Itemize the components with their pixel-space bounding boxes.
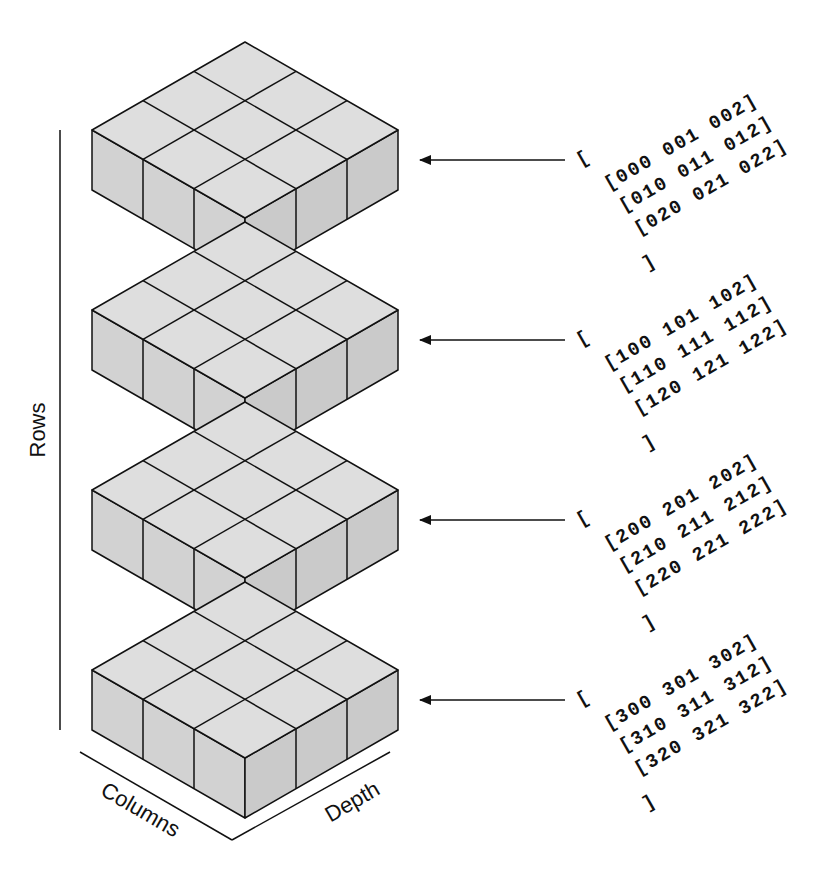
cube-edge: [193, 189, 195, 249]
slab-group: [92, 42, 398, 818]
cube-edge: [142, 519, 144, 579]
array-bracket: [: [573, 146, 596, 172]
axis-label: Depth: [320, 776, 384, 828]
slab-face: [92, 582, 398, 758]
array-bracket: ]: [639, 430, 662, 456]
cube-edge: [194, 101, 347, 189]
rows-axis: [59, 130, 61, 730]
array-bracket: ]: [639, 250, 662, 276]
array-bracket: [: [573, 326, 596, 352]
cube-edge: [346, 159, 348, 219]
cube-edge: [194, 281, 347, 369]
axis-label: Rows: [25, 402, 51, 457]
cube-edge: [194, 461, 347, 549]
cube-edge: [143, 281, 296, 369]
cube-edge: [346, 339, 348, 399]
slab-face: [92, 222, 398, 398]
cube-edge: [194, 71, 347, 159]
cube-edge: [295, 729, 297, 789]
cube-edge: [142, 339, 144, 399]
cube-edge: [143, 461, 296, 549]
array-bracket: ]: [639, 790, 662, 816]
cube-edge: [143, 101, 296, 189]
cube-edge: [143, 431, 296, 519]
slab-face: [92, 402, 398, 578]
cube-edge: [193, 369, 195, 429]
cube-edge: [295, 189, 297, 249]
cube-edge: [193, 549, 195, 609]
cube-edge: [193, 729, 195, 789]
pointer-arrow: [420, 159, 565, 161]
cube-edge: [346, 519, 348, 579]
pointer-arrow: [420, 339, 565, 341]
cube-edge: [194, 431, 347, 519]
cube-edge: [295, 369, 297, 429]
cube-edge: [194, 641, 347, 729]
cube-edge: [142, 699, 144, 759]
slab-face: [92, 42, 398, 218]
cube-edge: [143, 251, 296, 339]
cube-edge: [194, 611, 347, 699]
cube-edge: [142, 159, 144, 219]
cube-edge: [194, 251, 347, 339]
cube-edge: [143, 641, 296, 729]
pointer-arrow: [420, 699, 565, 701]
pointer-arrow: [420, 519, 565, 521]
cube-edge: [295, 549, 297, 609]
cube-edge: [346, 699, 348, 759]
cube-edge: [143, 71, 296, 159]
array-bracket: [: [573, 506, 596, 532]
array-bracket: [: [573, 686, 596, 712]
array-bracket: ]: [639, 610, 662, 636]
cube-edge: [143, 611, 296, 699]
